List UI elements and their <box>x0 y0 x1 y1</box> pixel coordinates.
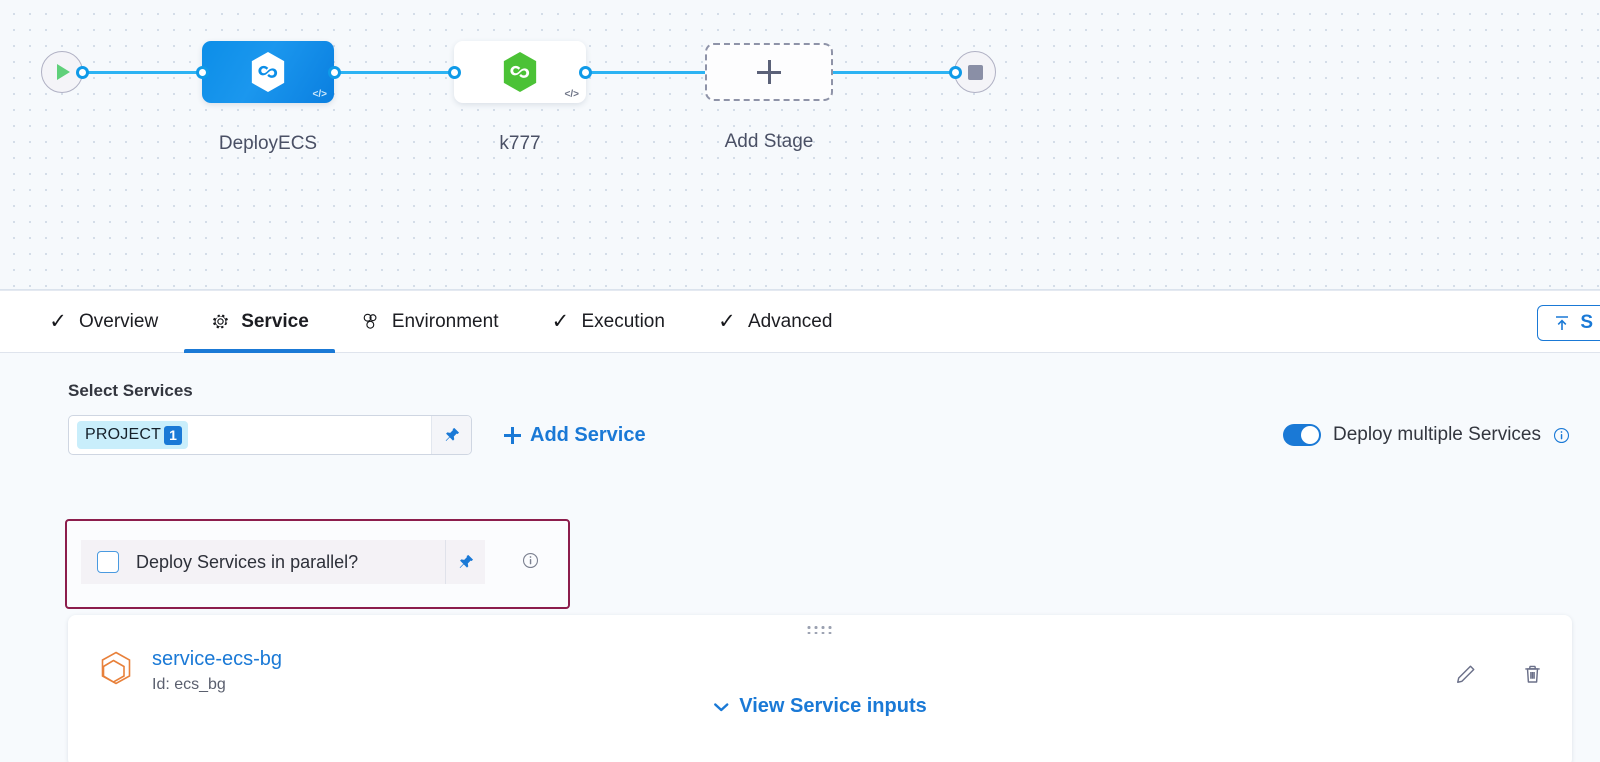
scope-chip-project[interactable]: PROJECT 1 <box>77 421 189 449</box>
service-tab-content: Select Services PROJECT 1 Add Service <box>0 353 1600 762</box>
service-card-actions <box>1454 663 1544 686</box>
upload-icon <box>1556 316 1569 330</box>
tab-label: Environment <box>391 310 499 332</box>
stage-tabs: ✓ Overview Service Environment ✓ Executi… <box>0 291 1600 353</box>
stage-label-deployecs: DeployECS <box>218 133 318 154</box>
edge-deployecs-to-k777 <box>330 71 460 74</box>
add-stage-button[interactable] <box>705 43 833 101</box>
tab-execution[interactable]: ✓ Execution <box>524 291 690 352</box>
stage-code-badge[interactable]: </> <box>564 89 579 100</box>
services-selector-row: PROJECT 1 Add Service Deploy multiple Se… <box>0 415 1600 455</box>
edge-start-to-deployecs <box>82 71 208 74</box>
deploy-multiple-services-control[interactable]: Deploy multiple Services <box>1282 424 1570 446</box>
services-pin-button[interactable] <box>431 416 471 454</box>
pencil-icon[interactable] <box>1454 663 1477 686</box>
stage-code-badge[interactable]: </> <box>312 89 327 100</box>
select-services-label: Select Services <box>68 381 193 400</box>
deploy-multiple-services-toggle[interactable] <box>1282 424 1321 446</box>
port-k777-out[interactable] <box>579 66 592 79</box>
chip-label: PROJECT <box>85 426 162 443</box>
check-icon: ✓ <box>718 310 736 333</box>
plus-icon <box>757 60 781 84</box>
port-end-in[interactable] <box>949 66 962 79</box>
chip-count-badge: 1 <box>164 425 183 445</box>
view-service-inputs-button[interactable]: View Service inputs <box>713 695 927 718</box>
edge-k777-to-addstage <box>580 71 710 74</box>
view-service-inputs-label: View Service inputs <box>739 695 927 717</box>
tab-overview[interactable]: ✓ Overview <box>22 291 184 352</box>
service-card[interactable]: service-ecs-bg Id: ecs_bg View Service i… <box>68 615 1572 762</box>
service-card-main: service-ecs-bg Id: ecs_bg <box>96 647 282 694</box>
plus-icon <box>504 426 521 444</box>
stage-deployecs[interactable]: </> <box>202 41 334 103</box>
harness-hex-icon <box>251 52 285 92</box>
tab-advanced[interactable]: ✓ Advanced <box>691 291 859 352</box>
port-start-out[interactable] <box>76 66 89 79</box>
deploy-multiple-services-label: Deploy multiple Services <box>1332 424 1541 445</box>
trash-icon[interactable] <box>1521 663 1544 686</box>
add-stage-label: Add Stage <box>724 131 814 152</box>
tab-environment[interactable]: Environment <box>335 291 525 352</box>
add-service-label: Add Service <box>530 423 646 446</box>
chevron-down-icon <box>714 702 729 711</box>
tab-label: Advanced <box>747 310 833 332</box>
service-hex-icon <box>101 651 131 685</box>
stage-k777[interactable]: </> <box>454 41 586 103</box>
add-service-button[interactable]: Add Service <box>504 424 646 447</box>
edge-addstage-to-end <box>831 71 961 74</box>
harness-hex-icon <box>503 52 537 92</box>
play-icon <box>57 64 70 80</box>
drag-dots-icon[interactable] <box>807 626 833 634</box>
save-button-label: S <box>1580 312 1593 333</box>
deploy-parallel-label: Deploy Services in parallel? <box>136 551 359 572</box>
stop-icon <box>967 64 983 80</box>
tab-label: Execution <box>581 310 665 332</box>
deploy-parallel-checkbox[interactable] <box>97 551 119 573</box>
tab-service[interactable]: Service <box>184 291 335 353</box>
service-name-link[interactable]: service-ecs-bg <box>152 648 283 670</box>
stage-label-k777: k777 <box>499 133 541 154</box>
deploy-parallel-pin-button[interactable] <box>445 540 485 584</box>
services-input[interactable]: PROJECT 1 <box>69 416 431 454</box>
info-icon[interactable] <box>522 552 539 569</box>
deploy-parallel-highlight-box: Deploy Services in parallel? <box>65 519 570 609</box>
service-id-text: Id: ecs_bg <box>152 676 226 693</box>
check-icon: ✓ <box>49 310 67 333</box>
port-deployecs-out[interactable] <box>328 66 341 79</box>
tab-label: Service <box>241 310 309 332</box>
info-icon[interactable] <box>1553 427 1570 444</box>
port-deployecs-in[interactable] <box>196 66 209 79</box>
pin-icon <box>459 554 473 568</box>
check-icon: ✓ <box>551 310 570 333</box>
services-multiselect[interactable]: PROJECT 1 <box>68 415 472 455</box>
pin-icon <box>445 427 459 441</box>
toggle-knob <box>1300 426 1319 444</box>
tab-label: Overview <box>79 310 159 332</box>
save-button[interactable]: S <box>1537 305 1600 341</box>
pipeline-canvas[interactable]: </> DeployECS </> k777 Add Stage <box>0 0 1600 291</box>
port-k777-in[interactable] <box>448 66 461 79</box>
deploy-parallel-field[interactable]: Deploy Services in parallel? <box>81 540 485 584</box>
gear-icon <box>210 312 230 332</box>
environment-icon <box>361 312 381 332</box>
